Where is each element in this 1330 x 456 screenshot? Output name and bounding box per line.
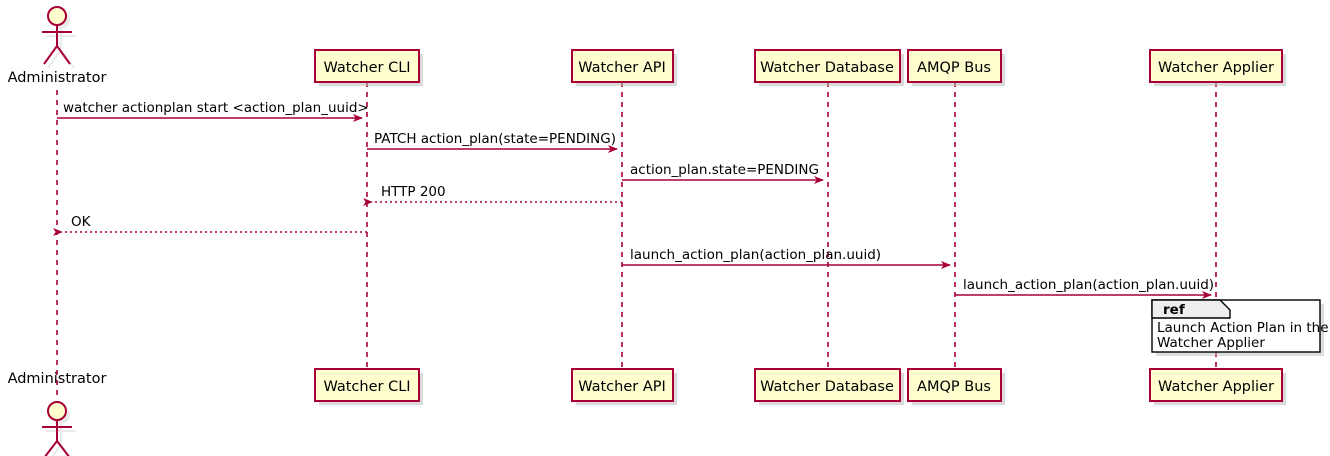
ref-title-label: ref [1163,302,1185,318]
participant-box-watcher-cli-top[interactable]: Watcher CLI [314,49,423,86]
participant-label: Watcher CLI [323,379,410,395]
participant-label: Watcher Applier [1158,60,1274,76]
ref-fragment-launch-action-plan[interactable]: ref Launch Action Plan in the Watcher Ap… [1151,299,1329,356]
message-label: HTTP 200 [381,184,446,200]
message-launch-action-plan-to-bus[interactable]: launch_action_plan(action_plan.uuid) [622,247,951,269]
participant-label: Watcher Database [760,60,894,76]
participant-box-watcher-database-top[interactable]: Watcher Database [754,49,904,86]
participant-label: Watcher Applier [1158,379,1274,395]
actor-right-leg-line [56,45,71,65]
message-label: action_plan.state=PENDING [630,162,819,178]
participant-label: Watcher API [578,60,666,76]
participant-boxes-top: Watcher CLI Watcher API Watcher Database… [314,49,1286,86]
participant-box-watcher-database-bottom[interactable]: Watcher Database [754,368,904,405]
actor-head-icon [47,401,67,421]
message-label: PATCH action_plan(state=PENDING) [374,131,616,147]
message-label: OK [71,214,92,230]
message-ok[interactable]: OK [53,214,367,236]
participant-box-watcher-applier-top[interactable]: Watcher Applier [1149,49,1286,86]
message-label: launch_action_plan(action_plan.uuid) [963,277,1214,293]
actor-left-leg-line [43,45,58,65]
ref-body-line-2: Watcher Applier [1157,335,1265,351]
lifelines-group [56,82,1217,395]
participant-boxes-bottom: Watcher CLI Watcher API Watcher Database… [314,368,1286,405]
message-watcher-actionplan-start[interactable]: watcher actionplan start <action_plan_uu… [57,100,369,122]
actor-label-administrator-bottom: Administrator [8,371,107,387]
participant-label: AMQP Bus [917,379,991,395]
actor-left-leg-line [44,440,58,456]
actor-head-icon [47,6,67,26]
ref-body-line-1: Launch Action Plan in the [1157,320,1329,336]
actor-administrator-top: Administrator [8,6,107,86]
participant-box-watcher-api-bottom[interactable]: Watcher API [571,368,677,405]
participant-box-watcher-api-top[interactable]: Watcher API [571,49,677,86]
actor-label-administrator-top: Administrator [8,70,107,86]
message-label: watcher actionplan start <action_plan_uu… [63,100,369,116]
participant-box-amqp-bus-bottom[interactable]: AMQP Bus [907,368,1005,405]
message-http-200[interactable]: HTTP 200 [363,184,622,206]
participant-label: Watcher Database [760,379,894,395]
participant-label: AMQP Bus [917,60,991,76]
message-patch-action-plan[interactable]: PATCH action_plan(state=PENDING) [367,131,618,153]
message-label: launch_action_plan(action_plan.uuid) [630,247,881,263]
actor-right-leg-line [56,440,70,456]
ref-title-pentagon [1151,299,1231,319]
participant-label: Watcher API [578,379,666,395]
actor-administrator-bottom: Administrator [8,371,107,456]
participant-box-watcher-cli-bottom[interactable]: Watcher CLI [314,368,423,405]
participant-label: Watcher CLI [323,60,410,76]
participant-box-amqp-bus-top[interactable]: AMQP Bus [907,49,1005,86]
message-launch-action-plan-to-applier[interactable]: launch_action_plan(action_plan.uuid) [955,277,1214,299]
message-action-plan-state-pending[interactable]: action_plan.state=PENDING [622,162,824,184]
participant-box-watcher-applier-bottom[interactable]: Watcher Applier [1149,368,1286,405]
